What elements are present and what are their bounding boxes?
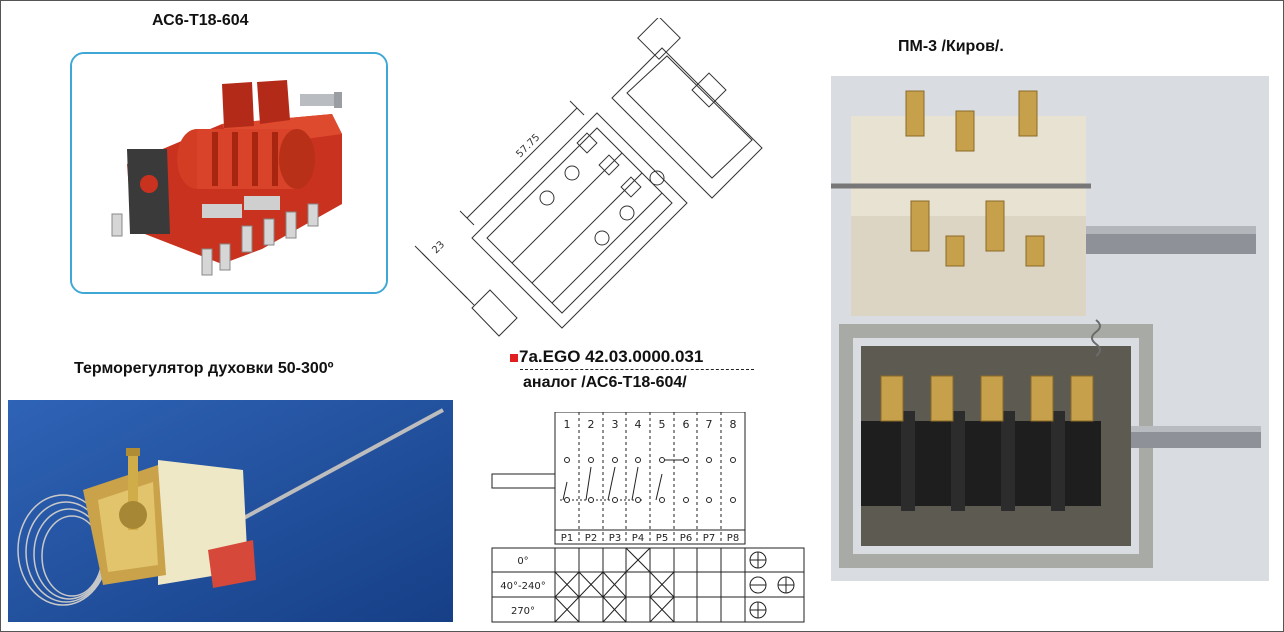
contact-number: 5 xyxy=(659,418,666,431)
dimension-height: 23 xyxy=(430,239,447,256)
ego-title-line: 7а.EGO 42.03.0000.031 xyxy=(510,347,703,367)
pm3-switch-photo xyxy=(831,76,1269,581)
ac6-switch-photo xyxy=(72,54,386,292)
ac6-photo-frame xyxy=(70,52,388,294)
contact-number: 6 xyxy=(683,418,690,431)
contact-number: 3 xyxy=(612,418,619,431)
ego-prefix: 7а. xyxy=(519,347,543,366)
pm3-title: ПМ-3 /Киров/. xyxy=(898,38,1004,55)
technical-drawing: 57.75 23 xyxy=(414,18,763,337)
switch-schema: 1 2 3 4 5 6 7 8 P1 P2 P3 P4 P5 P6 P7 P8 xyxy=(491,412,805,623)
contact-number: 4 xyxy=(635,418,642,431)
contact-number: 2 xyxy=(588,418,595,431)
position-label: P1 xyxy=(561,533,573,544)
thermostat-title: Терморегулятор духовки 50-300º xyxy=(74,360,334,377)
ac6-title: АС6-Т18-604 xyxy=(152,12,249,29)
position-label: P3 xyxy=(609,533,621,544)
position-label: P4 xyxy=(632,533,644,544)
position-label: P8 xyxy=(727,533,739,544)
position-label: P5 xyxy=(656,533,668,544)
contact-number: 8 xyxy=(730,418,737,431)
ego-title: EGO 42.03.0000.031 xyxy=(542,347,704,366)
analog-label: аналог /АС6-Т18-604/ xyxy=(523,374,687,391)
dimension-width: 57.75 xyxy=(514,132,542,160)
row-label-270: 270° xyxy=(511,606,535,617)
contact-number: 1 xyxy=(564,418,571,431)
thermostat-photo xyxy=(8,400,453,622)
position-label: P6 xyxy=(680,533,692,544)
red-square-marker xyxy=(510,353,518,362)
position-label: P2 xyxy=(585,533,597,544)
position-label: P7 xyxy=(703,533,715,544)
row-label-0: 0° xyxy=(517,556,528,567)
row-label-40-240: 40°-240° xyxy=(500,581,545,592)
contact-number: 7 xyxy=(706,418,713,431)
ego-underline xyxy=(520,369,754,370)
